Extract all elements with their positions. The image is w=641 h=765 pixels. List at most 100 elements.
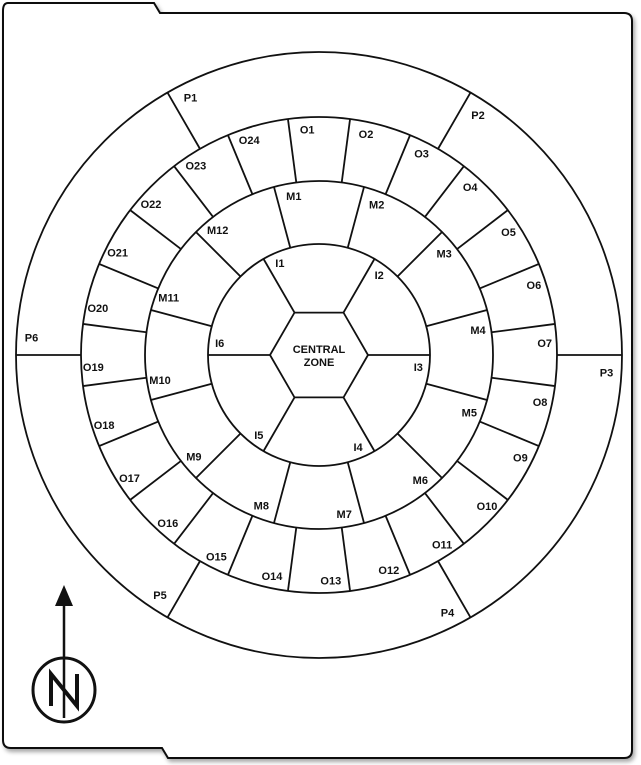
zone-label-o5[interactable]: O5 bbox=[501, 227, 516, 239]
zone-label-m8[interactable]: M8 bbox=[254, 500, 269, 512]
outer-divider bbox=[129, 209, 182, 250]
zone-label-m7[interactable]: M7 bbox=[337, 509, 352, 521]
zone-label-m10[interactable]: M10 bbox=[149, 375, 170, 387]
perimeter-divider bbox=[437, 92, 472, 150]
zone-label-o3[interactable]: O3 bbox=[414, 149, 429, 161]
zone-label-i1[interactable]: I1 bbox=[275, 258, 284, 270]
middle-divider bbox=[150, 309, 213, 328]
zone-label-m4[interactable]: M4 bbox=[470, 325, 486, 337]
central-zone-label-line2: ZONE bbox=[304, 357, 335, 369]
middle-divider bbox=[346, 186, 365, 249]
central-zone-label-line1: CENTRAL bbox=[293, 344, 346, 356]
zone-label-o16[interactable]: O16 bbox=[157, 518, 178, 530]
zone-label-m1[interactable]: M1 bbox=[286, 191, 301, 203]
zone-label-p1[interactable]: P1 bbox=[184, 92, 197, 104]
middle-divider bbox=[396, 231, 443, 278]
zone-label-i4[interactable]: I4 bbox=[354, 442, 364, 454]
zone-label-p4[interactable]: P4 bbox=[441, 608, 455, 620]
zone-label-o13[interactable]: O13 bbox=[320, 576, 341, 588]
zone-label-p6[interactable]: P6 bbox=[25, 332, 38, 344]
zone-label-m12[interactable]: M12 bbox=[207, 225, 228, 237]
central-zone[interactable]: CENTRAL ZONE bbox=[268, 311, 370, 399]
outer-divider bbox=[287, 527, 298, 592]
zone-label-p5[interactable]: P5 bbox=[153, 590, 166, 602]
outer-divider bbox=[491, 376, 556, 387]
outer-divider bbox=[491, 323, 556, 334]
zone-label-o1[interactable]: O1 bbox=[300, 124, 315, 136]
middle-divider bbox=[396, 432, 443, 479]
zone-label-o21[interactable]: O21 bbox=[107, 247, 128, 259]
inner-divider bbox=[262, 396, 296, 452]
outer-divider bbox=[82, 376, 147, 387]
zone-label-m5[interactable]: M5 bbox=[462, 408, 477, 420]
outer-divider bbox=[227, 134, 254, 195]
zone-label-o7[interactable]: O7 bbox=[537, 338, 552, 350]
middle-divider bbox=[150, 382, 213, 401]
outer-divider bbox=[98, 263, 159, 290]
zone-label-o9[interactable]: O9 bbox=[513, 453, 528, 465]
outer-divider bbox=[479, 420, 540, 447]
outer-divider bbox=[384, 134, 411, 195]
perimeter-divider bbox=[437, 560, 472, 618]
perimeter-divider bbox=[166, 92, 201, 150]
zone-label-o22[interactable]: O22 bbox=[141, 199, 162, 211]
outer-divider bbox=[129, 460, 182, 501]
zone-label-i2[interactable]: I2 bbox=[375, 270, 384, 282]
inner-divider bbox=[262, 258, 296, 314]
middle-divider bbox=[195, 432, 242, 479]
outer-divider bbox=[456, 209, 509, 250]
north-arrow-icon bbox=[31, 585, 97, 724]
outer-divider bbox=[424, 165, 465, 218]
zone-label-o24[interactable]: O24 bbox=[239, 135, 261, 147]
outer-divider bbox=[173, 165, 214, 218]
zone-label-i6[interactable]: I6 bbox=[215, 338, 224, 350]
middle-divider bbox=[195, 231, 242, 278]
middle-ring bbox=[144, 180, 494, 530]
zone-label-o4[interactable]: O4 bbox=[463, 182, 479, 194]
zone-label-o14[interactable]: O14 bbox=[262, 571, 284, 583]
outer-divider bbox=[340, 118, 351, 183]
outer-divider bbox=[456, 460, 509, 501]
zone-label-o23[interactable]: O23 bbox=[186, 161, 207, 173]
middle-divider bbox=[425, 309, 488, 328]
zone-label-o20[interactable]: O20 bbox=[88, 303, 109, 315]
outer-divider bbox=[340, 527, 351, 592]
zone-label-m6[interactable]: M6 bbox=[413, 475, 428, 487]
middle-divider bbox=[273, 461, 292, 524]
perimeter-divider bbox=[166, 560, 201, 618]
outer-divider bbox=[227, 515, 254, 576]
outer-divider bbox=[287, 118, 298, 183]
zone-label-p3[interactable]: P3 bbox=[600, 368, 613, 380]
zone-label-i3[interactable]: I3 bbox=[414, 362, 423, 374]
outer-divider bbox=[424, 492, 465, 545]
zone-label-o12[interactable]: O12 bbox=[378, 565, 399, 577]
zone-label-m3[interactable]: M3 bbox=[436, 249, 451, 261]
outer-divider bbox=[479, 263, 540, 290]
zone-label-i5[interactable]: I5 bbox=[254, 430, 263, 442]
outer-divider bbox=[98, 420, 159, 447]
middle-divider bbox=[346, 461, 365, 524]
zone-label-o10[interactable]: O10 bbox=[477, 501, 498, 513]
zone-label-o15[interactable]: O15 bbox=[206, 551, 227, 563]
middle-divider bbox=[273, 186, 292, 249]
zone-label-p2[interactable]: P2 bbox=[471, 110, 484, 122]
zone-label-o11[interactable]: O11 bbox=[432, 540, 452, 552]
zone-label-o17[interactable]: O17 bbox=[119, 473, 140, 485]
middle-divider bbox=[425, 382, 488, 401]
zone-label-o6[interactable]: O6 bbox=[527, 280, 542, 292]
outer-divider bbox=[384, 515, 411, 576]
outer-divider bbox=[173, 492, 214, 545]
inner-divider bbox=[342, 258, 376, 314]
zone-label-m2[interactable]: M2 bbox=[369, 200, 384, 212]
inner-divider bbox=[342, 396, 376, 452]
zone-label-o2[interactable]: O2 bbox=[359, 129, 374, 141]
zone-label-o8[interactable]: O8 bbox=[533, 397, 548, 409]
zone-label-o18[interactable]: O18 bbox=[94, 420, 115, 432]
outer-divider bbox=[82, 323, 147, 334]
zone-label-m11[interactable]: M11 bbox=[158, 292, 179, 304]
zone-label-m9[interactable]: M9 bbox=[186, 451, 201, 463]
central-zone-hexagon[interactable] bbox=[268, 311, 370, 399]
zone-label-o19[interactable]: O19 bbox=[83, 362, 104, 374]
map-frame bbox=[2, 1, 633, 759]
